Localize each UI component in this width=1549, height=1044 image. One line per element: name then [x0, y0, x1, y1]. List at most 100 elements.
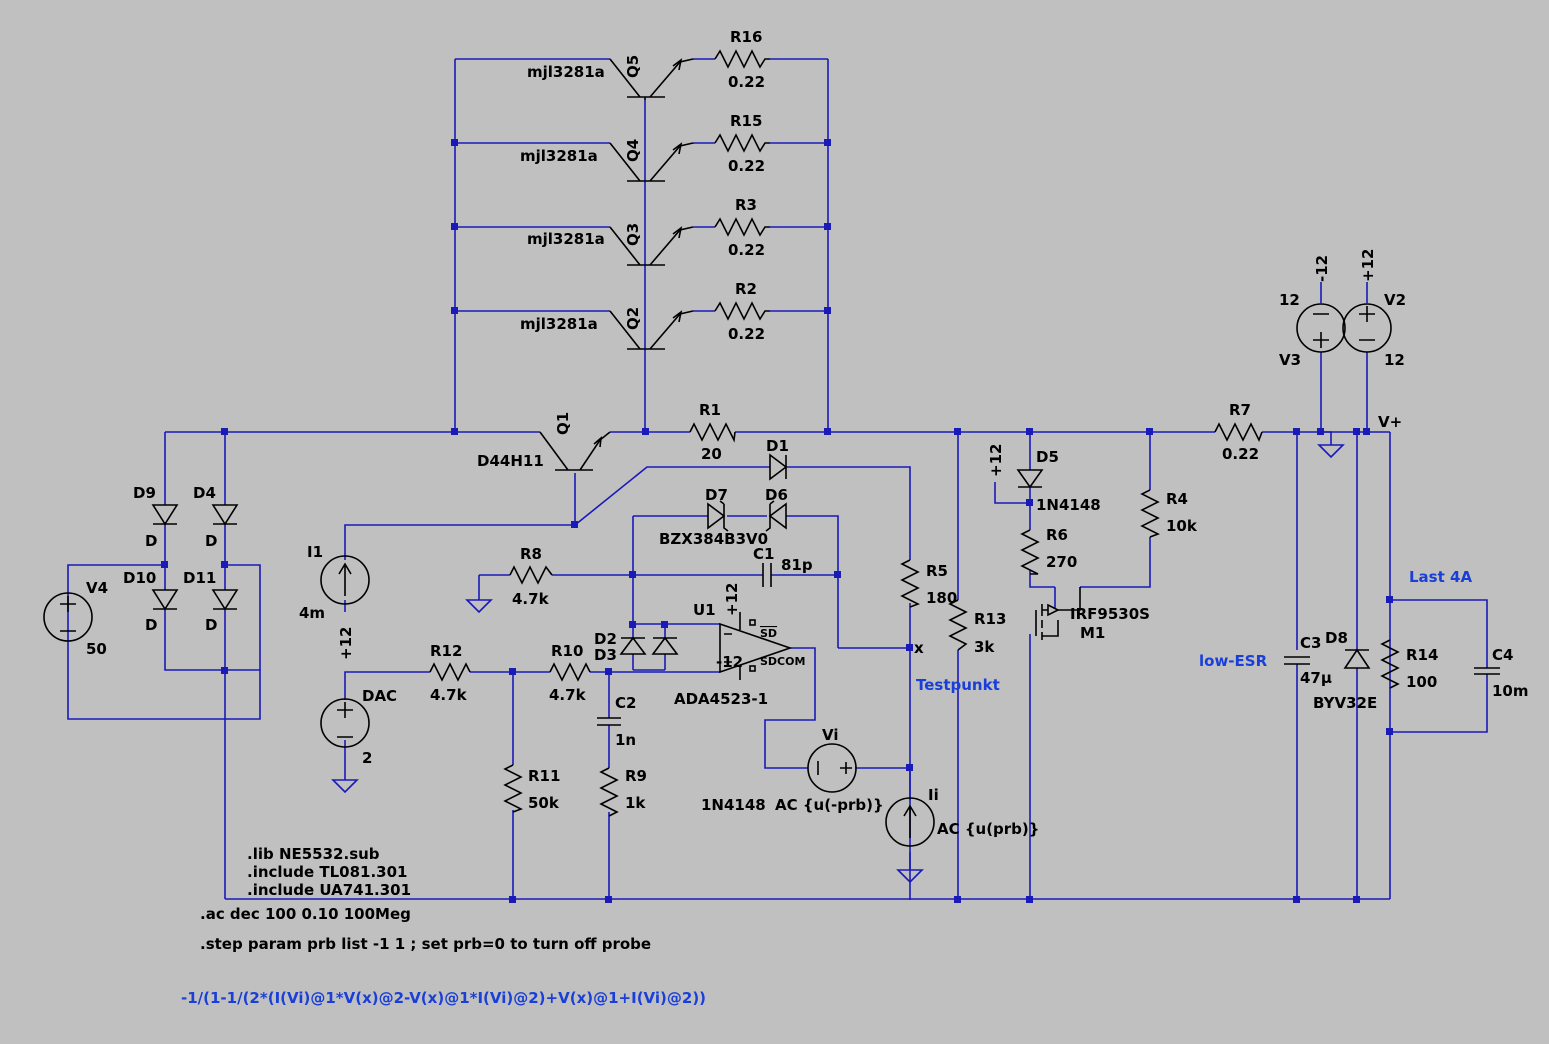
label-v4: V4	[86, 579, 108, 597]
label-r5: R5	[926, 562, 948, 580]
label-d10-model: D	[145, 616, 157, 634]
transistor-q5[interactable]	[609, 58, 694, 100]
current-source-i1[interactable]	[320, 555, 370, 605]
directive-lib: .lib NE5532.sub	[247, 845, 380, 863]
diode-d6[interactable]	[765, 500, 787, 532]
label-m1-model: IRF9530S	[1070, 605, 1150, 623]
label-d11-model: D	[205, 616, 217, 634]
diode-d2[interactable]	[619, 636, 647, 655]
label-d9-model: D	[145, 532, 157, 550]
resistor-r10[interactable]	[549, 662, 591, 682]
label-d7: D7	[705, 486, 728, 504]
transistor-q3[interactable]	[609, 226, 694, 266]
label-r13-value: 3k	[974, 638, 995, 656]
diode-d8[interactable]	[1343, 648, 1371, 669]
label-r6-value: 270	[1046, 553, 1077, 571]
capacitor-c2[interactable]	[597, 717, 621, 726]
label-q3-model: mjl3281a	[527, 230, 605, 248]
resistor-r12[interactable]	[429, 662, 471, 682]
label-c3: C3	[1300, 634, 1321, 652]
voltage-source-vi[interactable]	[807, 743, 857, 793]
voltage-source-v2[interactable]	[1342, 303, 1392, 353]
label-r13: R13	[974, 610, 1006, 628]
resistor-r8[interactable]	[509, 565, 553, 585]
mosfet-m1[interactable]	[1035, 587, 1081, 640]
label-d10: D10	[123, 569, 156, 587]
transistor-q2[interactable]	[609, 310, 694, 350]
label-d5-model: 1N4148	[1036, 496, 1101, 514]
label-r12: R12	[430, 642, 462, 660]
voltage-source-dac[interactable]	[320, 698, 370, 748]
label-r1-value: 20	[701, 445, 722, 463]
opamp-u1[interactable]	[719, 612, 793, 680]
voltage-source-v4[interactable]	[43, 592, 93, 642]
diode-d5[interactable]	[1016, 469, 1044, 489]
ground-symbols	[331, 444, 1345, 884]
label-d6: D6	[765, 486, 788, 504]
label-v3: V3	[1279, 351, 1301, 369]
diode-d1[interactable]	[769, 453, 788, 481]
label-dac: DAC	[362, 687, 397, 705]
capacitor-c1[interactable]	[762, 563, 772, 587]
resistor-r14[interactable]	[1380, 639, 1400, 689]
transistor-q1[interactable]	[539, 431, 611, 471]
voltage-source-v3[interactable]	[1296, 303, 1346, 353]
label-q5: Q5	[624, 55, 642, 78]
label-c2-value: 1n	[615, 731, 636, 749]
resistor-r15[interactable]	[714, 133, 770, 153]
label-c3-value: 47µ	[1300, 669, 1332, 687]
label-d3: D3	[594, 646, 617, 664]
probe-formula: -1/(1-1/(2*(I(Vi)@1*V(x)@2-V(x)@1*I(Vi)@…	[181, 989, 706, 1007]
label-r7-value: 0.22	[1222, 445, 1259, 463]
current-source-ii[interactable]	[885, 797, 935, 847]
label-u1-vpos: +12	[723, 583, 741, 616]
label-q1-model: D44H11	[477, 452, 544, 470]
resistor-r11[interactable]	[503, 764, 523, 813]
label-vi: Vi	[822, 726, 839, 744]
directive-step: .step param prb list -1 1 ; set prb=0 to…	[200, 935, 651, 953]
label-ii-value: AC {u(prb)}	[937, 820, 1039, 838]
diode-d11[interactable]	[211, 589, 239, 611]
label-u1-sdcom: SDCOM	[760, 655, 805, 668]
label-i1-value: 4m	[299, 604, 325, 622]
resistor-r9[interactable]	[599, 767, 619, 817]
label-u1-vneg: -12	[716, 653, 743, 671]
resistor-r5[interactable]	[900, 559, 920, 608]
label-i1-supply: +12	[337, 627, 355, 660]
label-r2: R2	[735, 280, 757, 298]
resistor-r16[interactable]	[714, 49, 770, 69]
resistor-r13[interactable]	[948, 599, 968, 651]
transistor-q4[interactable]	[609, 142, 694, 182]
label-r15-value: 0.22	[728, 157, 765, 175]
diode-d9[interactable]	[151, 504, 179, 526]
label-r1: R1	[699, 401, 721, 419]
label-c1-value: 81p	[781, 556, 813, 574]
diode-d4[interactable]	[211, 504, 239, 526]
capacitors	[597, 563, 1500, 726]
resistor-r2[interactable]	[714, 301, 770, 321]
resistor-r6[interactable]	[1020, 529, 1040, 575]
label-d8-model: BYV32E	[1313, 694, 1377, 712]
label-d8: D8	[1325, 629, 1348, 647]
label-r15: R15	[730, 112, 762, 130]
label-m1: M1	[1080, 624, 1105, 642]
label-r4: R4	[1166, 490, 1188, 508]
capacitor-c3[interactable]	[1284, 656, 1310, 665]
directive-include-ua741: .include UA741.301	[247, 881, 411, 899]
label-v4-value: 50	[86, 640, 107, 658]
label-d5: D5	[1036, 448, 1059, 466]
diode-d7[interactable]	[707, 500, 729, 532]
label-d3-model: 1N4148	[701, 796, 766, 814]
label-r11-value: 50k	[528, 794, 560, 812]
resistor-r7[interactable]	[1214, 422, 1263, 442]
resistor-r3[interactable]	[714, 217, 770, 237]
junctions	[161, 139, 1393, 903]
resistor-r1[interactable]	[689, 422, 736, 443]
diode-d3[interactable]	[651, 636, 679, 655]
resistor-r4[interactable]	[1140, 489, 1160, 538]
directive-ac: .ac dec 100 0.10 100Meg	[200, 905, 411, 923]
label-c4: C4	[1492, 646, 1513, 664]
capacitor-c4[interactable]	[1474, 667, 1500, 675]
diode-d10[interactable]	[151, 589, 179, 611]
